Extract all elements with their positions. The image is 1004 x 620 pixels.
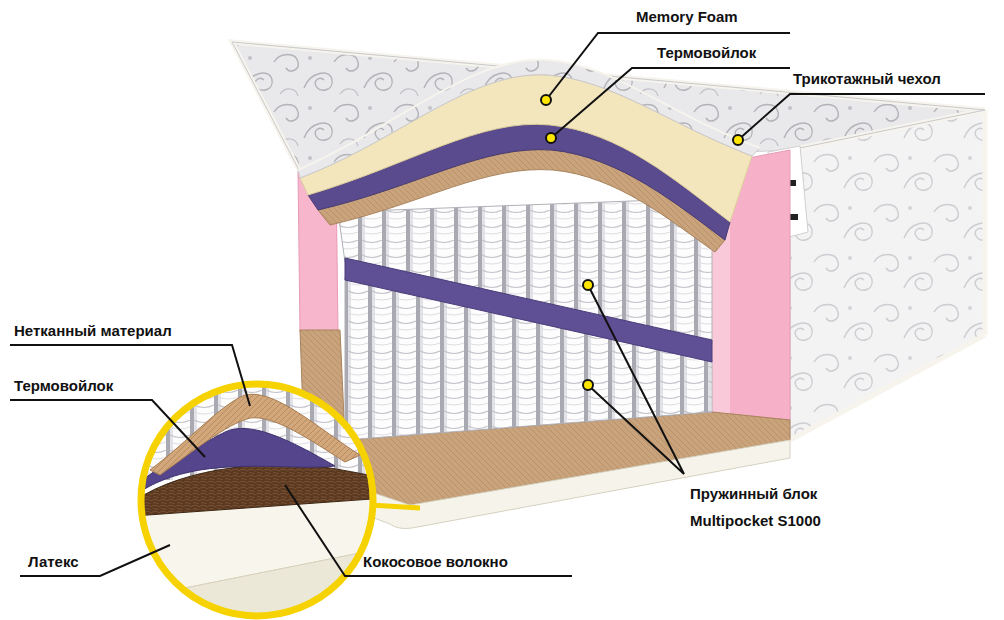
callout-label: Пружинный блок Multipocket S1000 bbox=[690, 480, 855, 534]
callout-label: Латекс bbox=[28, 553, 79, 571]
callout-label: Кокосовое волокно bbox=[363, 553, 508, 571]
leader-lines bbox=[10, 33, 985, 576]
mattress-end-face bbox=[790, 110, 985, 440]
callout-label: Memory Foam bbox=[636, 8, 738, 26]
tag-mark bbox=[790, 214, 798, 220]
callout-label: Термовойлок bbox=[14, 377, 113, 395]
felt-separator bbox=[345, 258, 712, 362]
piping bbox=[790, 110, 985, 440]
zoom-ring bbox=[141, 384, 373, 616]
callout-label: Термовойлок bbox=[657, 44, 756, 62]
memory-foam-layer bbox=[300, 75, 752, 222]
callout-label: Трикотажный чехол bbox=[793, 70, 941, 88]
zoom-detail bbox=[120, 370, 400, 620]
zoom-connector bbox=[370, 505, 420, 508]
callout-label: Нетканный материал bbox=[14, 322, 172, 340]
cover-edge bbox=[298, 60, 760, 170]
knitted-cover bbox=[298, 60, 760, 178]
leader-dots bbox=[541, 95, 743, 390]
